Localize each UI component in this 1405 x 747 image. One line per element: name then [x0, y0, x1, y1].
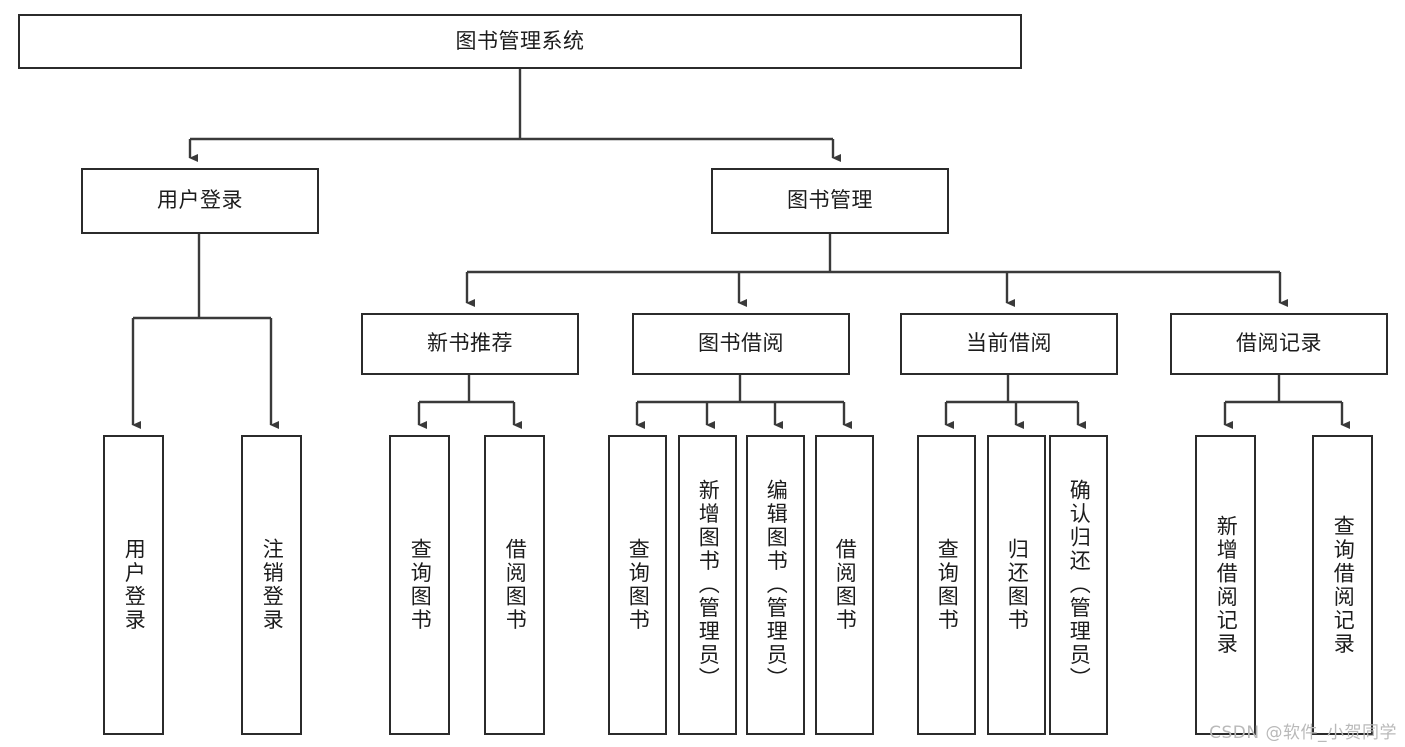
- leaf-node[interactable]: 新增图书（管理员）: [678, 435, 737, 735]
- node-user-login-label: 用户登录: [157, 188, 243, 213]
- node-root[interactable]: 图书管理系统: [18, 14, 1022, 69]
- leaf-node-label: 借阅图书: [833, 538, 858, 632]
- leaf-node-label: 编辑图书（管理员）: [764, 479, 789, 691]
- leaf-node[interactable]: 新增借阅记录: [1195, 435, 1256, 735]
- node-new-book-recommend-label: 新书推荐: [427, 331, 513, 356]
- leaf-node[interactable]: 注销登录: [241, 435, 302, 735]
- node-user-login[interactable]: 用户登录: [81, 168, 319, 234]
- leaf-node-label: 借阅图书: [503, 538, 528, 632]
- node-new-book-recommend[interactable]: 新书推荐: [361, 313, 579, 375]
- node-borrow-record-label: 借阅记录: [1236, 331, 1322, 356]
- leaf-node-label: 新增图书（管理员）: [696, 479, 721, 691]
- leaf-node[interactable]: 借阅图书: [815, 435, 874, 735]
- node-book-borrow-label: 图书借阅: [698, 331, 784, 356]
- leaf-node-label: 用户登录: [122, 538, 147, 632]
- leaf-node-label: 查询图书: [626, 538, 651, 632]
- leaf-node[interactable]: 编辑图书（管理员）: [746, 435, 805, 735]
- node-book-borrow[interactable]: 图书借阅: [632, 313, 850, 375]
- node-root-label: 图书管理系统: [455, 28, 585, 53]
- node-borrow-record[interactable]: 借阅记录: [1170, 313, 1388, 375]
- leaf-node[interactable]: 确认归还（管理员）: [1049, 435, 1108, 735]
- leaf-node[interactable]: 查询图书: [608, 435, 667, 735]
- node-book-management[interactable]: 图书管理: [711, 168, 949, 234]
- leaf-node[interactable]: 查询图书: [389, 435, 450, 735]
- node-current-borrow-label: 当前借阅: [966, 331, 1052, 356]
- node-book-management-label: 图书管理: [787, 188, 873, 213]
- leaf-node[interactable]: 查询图书: [917, 435, 976, 735]
- leaf-node-label: 注销登录: [260, 538, 285, 632]
- leaf-node-label: 归还图书: [1005, 538, 1030, 632]
- leaf-node[interactable]: 查询借阅记录: [1312, 435, 1373, 735]
- leaf-node-label: 查询图书: [935, 538, 960, 632]
- node-current-borrow[interactable]: 当前借阅: [900, 313, 1118, 375]
- leaf-node[interactable]: 借阅图书: [484, 435, 545, 735]
- leaf-node-label: 查询图书: [408, 538, 433, 632]
- leaf-node[interactable]: 归还图书: [987, 435, 1046, 735]
- leaf-node-label: 确认归还（管理员）: [1067, 479, 1092, 691]
- leaf-node-label: 查询借阅记录: [1331, 514, 1356, 656]
- leaf-node-label: 新增借阅记录: [1214, 514, 1239, 656]
- leaf-node[interactable]: 用户登录: [103, 435, 164, 735]
